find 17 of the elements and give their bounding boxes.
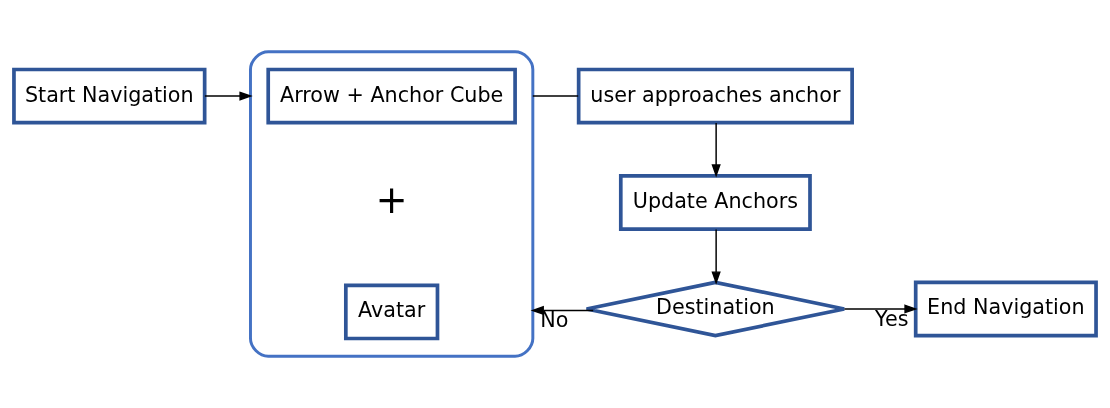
node-box: user approaches anchor [576,67,854,125]
connector [532,95,579,97]
node-box: Start Navigation [12,67,207,125]
arrow [711,228,721,285]
cluster [249,50,535,358]
node-box: Arrow + Anchor Cube [266,67,517,125]
node-diamond: Destination [584,280,847,338]
arrow [530,305,594,316]
edge-label: Yes [875,306,909,331]
node-box: End Navigation [913,280,1098,338]
arrow [204,91,253,101]
edge-label: No [540,307,569,332]
arrow [843,304,918,314]
node-box: Update Anchors [618,174,812,231]
arrow [711,122,721,178]
node-box: Avatar [343,283,440,341]
label: + [375,177,408,223]
